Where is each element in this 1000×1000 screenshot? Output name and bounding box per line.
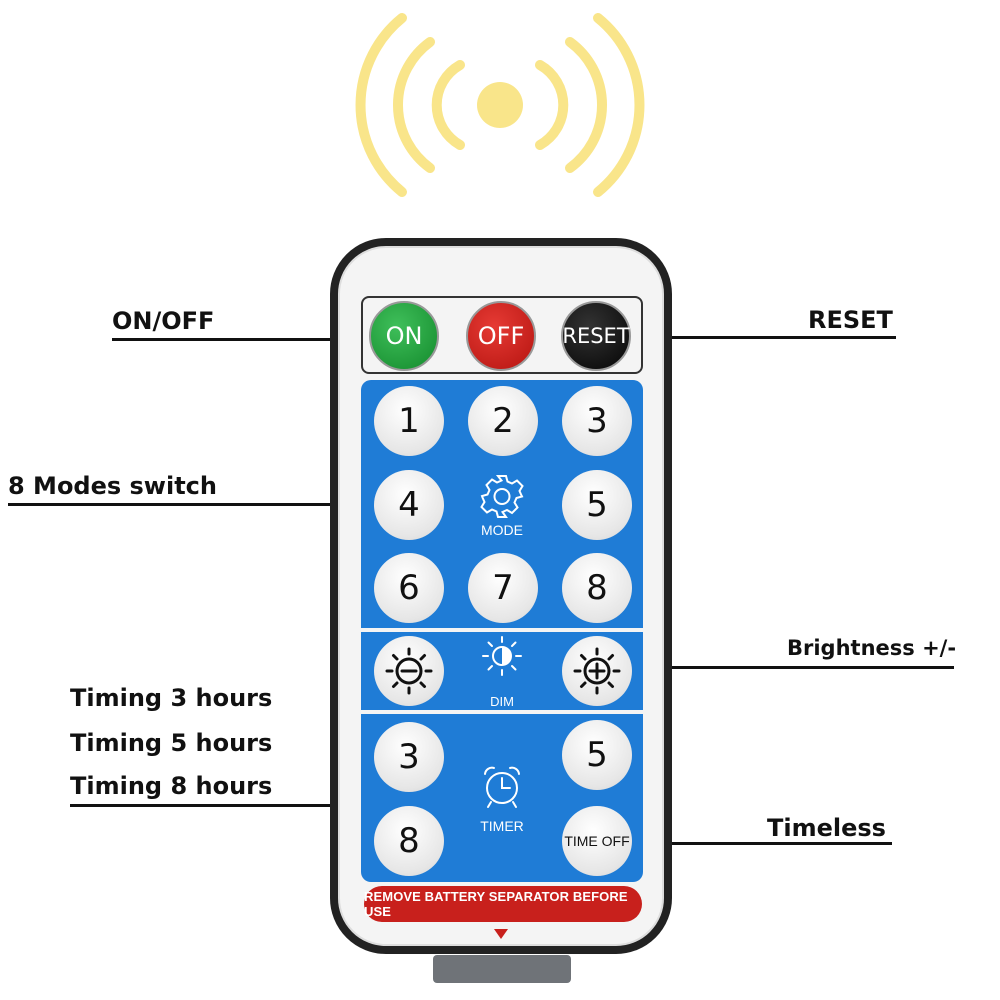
timer-8h-button[interactable]: 8 (374, 806, 444, 876)
reset-button[interactable]: RESET (561, 301, 631, 371)
mode-button-label: 7 (492, 568, 514, 608)
signal-light-icon (355, 13, 645, 197)
callout-line-modes (8, 503, 362, 506)
callout-line-reset (644, 336, 896, 339)
callout-line-timing (70, 804, 362, 807)
callout-timing-8: Timing 8 hours (70, 772, 273, 800)
timer-5h-label: 5 (586, 735, 608, 775)
gear-icon (480, 475, 524, 518)
brightness-plus-icon (573, 647, 621, 695)
mode-button-7[interactable]: 7 (468, 553, 538, 623)
power-button-frame (361, 296, 643, 374)
mode-button-label: 2 (492, 401, 514, 441)
callout-line-timeless (644, 842, 892, 845)
callout-timing-5: Timing 5 hours (70, 729, 273, 757)
battery-pull-tab[interactable] (433, 955, 571, 983)
off-button-label: OFF (477, 322, 525, 350)
mode-button-5[interactable]: 5 (562, 470, 632, 540)
on-button-label: ON (385, 322, 423, 350)
brightness-up-button[interactable] (562, 636, 632, 706)
callout-timing-3: Timing 3 hours (70, 684, 273, 712)
brightness-down-button[interactable] (374, 636, 444, 706)
timer-3h-label: 3 (398, 737, 420, 777)
on-button[interactable]: ON (369, 301, 439, 371)
arrow-down-icon (494, 929, 508, 939)
mode-button-label: 6 (398, 568, 420, 608)
callout-on-off: ON/OFF (112, 307, 215, 335)
mode-button-2[interactable]: 2 (468, 386, 538, 456)
timer-8h-label: 8 (398, 821, 420, 861)
mode-button-3[interactable]: 3 (562, 386, 632, 456)
callout-line-on-off (112, 338, 362, 341)
time-off-label: TIME OFF (564, 833, 630, 849)
separator-text: REMOVE BATTERY SEPARATOR BEFORE USE (364, 889, 628, 919)
callout-timeless: Timeless (767, 814, 886, 842)
time-off-button[interactable]: TIME OFF (562, 806, 632, 876)
mode-button-label: 3 (586, 401, 608, 441)
dim-label: DIM (490, 694, 514, 709)
mode-button-label: 8 (586, 568, 608, 608)
mode-button-4[interactable]: 4 (374, 470, 444, 540)
mode-button-6[interactable]: 6 (374, 553, 444, 623)
callout-reset: RESET (808, 306, 893, 334)
mode-button-label: 4 (398, 485, 420, 525)
battery-separator-label: REMOVE BATTERY SEPARATOR BEFORE USE (364, 886, 642, 922)
mode-button-label: 5 (586, 485, 608, 525)
reset-button-label: RESET (562, 324, 630, 348)
timer-3h-button[interactable]: 3 (374, 722, 444, 792)
mode-button-8[interactable]: 8 (562, 553, 632, 623)
alarm-clock-icon (484, 766, 520, 808)
callout-line-brightness (644, 666, 954, 669)
callout-brightness: Brightness +/- (787, 636, 957, 660)
brightness-minus-icon (385, 647, 433, 695)
mode-button-1[interactable]: 1 (374, 386, 444, 456)
mode-button-label: 1 (398, 401, 420, 441)
mode-label: MODE (481, 522, 523, 538)
timer-label: TIMER (480, 818, 524, 834)
timer-5h-button[interactable]: 5 (562, 720, 632, 790)
off-button[interactable]: OFF (466, 301, 536, 371)
callout-modes: 8 Modes switch (8, 472, 217, 500)
dim-sun-icon (482, 636, 522, 676)
